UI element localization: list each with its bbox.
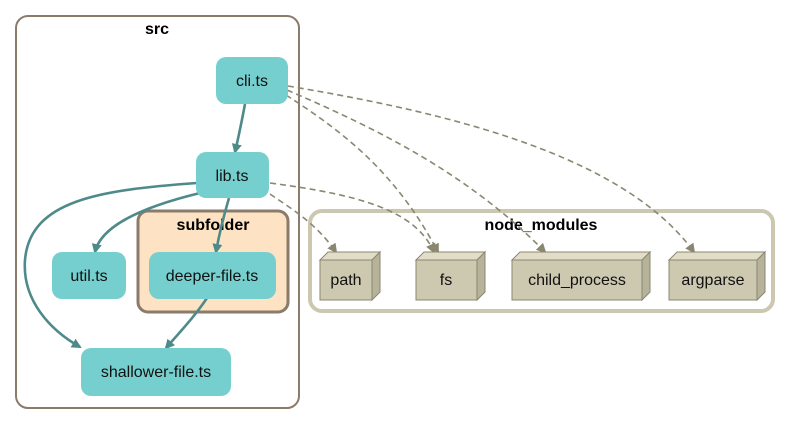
edge-cli-to-lib: [231, 103, 247, 154]
cluster-node-modules-label: node_modules: [485, 217, 598, 234]
edge-lib-to-fs: [269, 182, 436, 254]
edge-lib-to-util: [91, 191, 201, 254]
cluster-src-label: src: [145, 21, 169, 38]
module-path[interactable]: path: [318, 250, 382, 302]
edge-cli-to-argparse: [287, 85, 696, 254]
module-argparse-label: argparse: [681, 272, 744, 289]
node-cli-label: cli.ts: [236, 73, 268, 90]
node-lib-label: lib.ts: [216, 168, 249, 185]
node-shallower-file[interactable]: shallower-file.ts: [81, 348, 231, 396]
edge-lib-to-deeper: [212, 197, 231, 254]
node-util-label: util.ts: [70, 268, 107, 285]
edge-cli-to-fs: [285, 94, 439, 254]
node-deeper-file-label: deeper-file.ts: [166, 268, 259, 285]
module-child-process-label: child_process: [528, 272, 626, 289]
node-util[interactable]: util.ts: [52, 252, 126, 299]
node-cli[interactable]: cli.ts: [216, 57, 288, 104]
node-lib[interactable]: lib.ts: [196, 152, 269, 198]
edge-deeper-to-shallower: [164, 297, 209, 350]
edge-lib-to-shallower: [23, 181, 198, 349]
module-fs[interactable]: fs: [414, 250, 487, 302]
cluster-subfolder-label: subfolder: [177, 217, 250, 234]
node-shallower-file-label: shallower-file.ts: [101, 364, 211, 381]
module-fs-label: fs: [440, 272, 452, 289]
edge-cli-to-child-process: [286, 89, 547, 254]
module-path-label: path: [330, 272, 361, 289]
module-argparse[interactable]: argparse: [667, 250, 767, 302]
node-deeper-file[interactable]: deeper-file.ts: [149, 252, 276, 299]
module-child-process[interactable]: child_process: [510, 250, 652, 302]
